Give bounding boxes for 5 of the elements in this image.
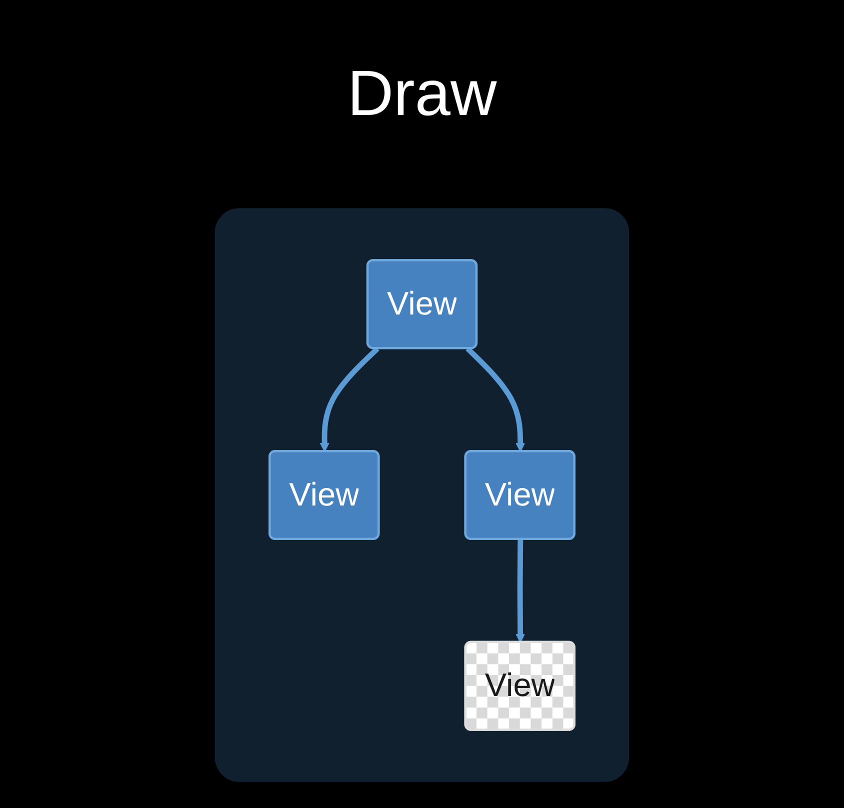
diagram-title: Draw [347, 56, 497, 130]
arrow [516, 539, 526, 643]
cluster [214, 208, 630, 782]
arrow [466, 346, 526, 452]
arrow [320, 346, 380, 452]
